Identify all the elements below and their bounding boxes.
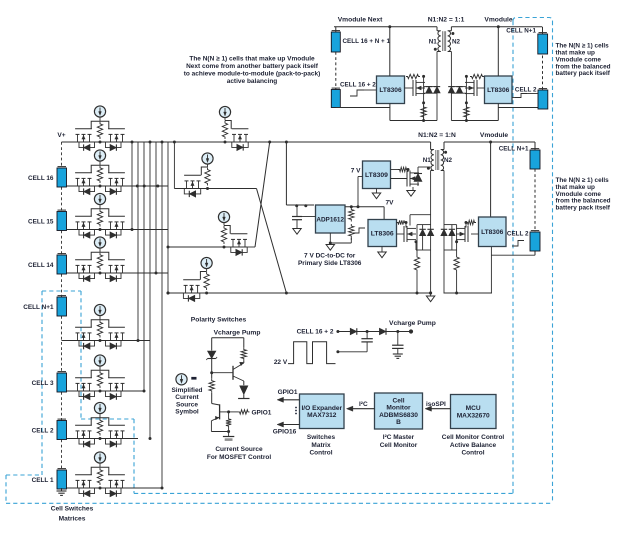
svg-text:Primary Side LT8306: Primary Side LT8306: [298, 260, 362, 267]
svg-text:Current Source: Current Source: [215, 446, 263, 453]
svg-text:I²C Master: I²C Master: [383, 434, 415, 441]
svg-text:7 V: 7 V: [351, 168, 361, 175]
svg-text:CELL N+1: CELL N+1: [506, 28, 536, 35]
svg-text:ADBMS6830: ADBMS6830: [379, 412, 418, 419]
svg-text:active balancing: active balancing: [227, 78, 278, 85]
svg-text:For MOSFET Control: For MOSFET Control: [207, 454, 271, 461]
svg-text:N2: N2: [444, 157, 453, 164]
svg-text:Vmodule: Vmodule: [484, 17, 513, 24]
svg-text:LT8306: LT8306: [371, 230, 394, 237]
svg-text:Cell Switches: Cell Switches: [51, 506, 94, 513]
svg-text:MCU: MCU: [466, 405, 481, 412]
svg-text:that make up: that make up: [556, 184, 596, 191]
svg-text:CELL 16 + 2: CELL 16 + 2: [340, 82, 376, 89]
svg-text:Vcharge Pump: Vcharge Pump: [214, 330, 261, 337]
svg-text:Vmodule Next: Vmodule Next: [338, 17, 383, 24]
svg-text:LT8306: LT8306: [487, 87, 510, 94]
svg-text:battery pack itself: battery pack itself: [556, 205, 611, 212]
svg-text:The N(N ≥ 1) cells: The N(N ≥ 1) cells: [556, 177, 610, 184]
svg-text:to achieve module-to-module (p: to achieve module-to-module (pack-to-pac…: [184, 71, 321, 78]
svg-text:N2: N2: [452, 39, 461, 46]
svg-text:Vmodule: Vmodule: [480, 132, 509, 139]
svg-text:Cell Monitor: Cell Monitor: [380, 442, 418, 449]
svg-text:CELL N+1: CELL N+1: [23, 304, 54, 311]
svg-text:Next come from another battery: Next come from another battery pack itse…: [186, 63, 319, 70]
svg-text:LT8309: LT8309: [365, 172, 388, 179]
svg-text:Control: Control: [309, 450, 332, 457]
svg-text:from the balanced: from the balanced: [556, 198, 611, 205]
svg-text:CELL 1: CELL 1: [32, 477, 54, 484]
svg-text:7V: 7V: [386, 200, 395, 207]
svg-text:The N(N ≥ 1) cells that make u: The N(N ≥ 1) cells that make up Vmodule: [189, 56, 315, 63]
svg-text:Source: Source: [176, 401, 198, 408]
svg-text:GPIO1: GPIO1: [278, 389, 298, 396]
svg-text:Polarity Switches: Polarity Switches: [191, 317, 247, 324]
svg-text:CELL 2: CELL 2: [515, 87, 537, 94]
svg-text:Current: Current: [175, 394, 199, 401]
svg-text:CELL 2: CELL 2: [507, 231, 529, 238]
svg-text:CELL 16: CELL 16: [28, 175, 54, 182]
svg-text:Vmodule come: Vmodule come: [556, 56, 602, 63]
svg-text:22 V: 22 V: [274, 359, 288, 366]
svg-text:The N(N ≥ 1) cells: The N(N ≥ 1) cells: [556, 43, 610, 50]
svg-text:V+: V+: [57, 132, 65, 139]
svg-text:Active Balance: Active Balance: [450, 442, 497, 449]
svg-text:Switches: Switches: [307, 434, 336, 441]
svg-text:Vmodule come: Vmodule come: [556, 191, 602, 198]
svg-text:Cell: Cell: [392, 398, 404, 405]
svg-text:battery pack itself: battery pack itself: [556, 70, 611, 77]
svg-text:CELL 15: CELL 15: [28, 219, 54, 226]
svg-text:LT8306: LT8306: [481, 229, 504, 236]
svg-text:I²C: I²C: [359, 401, 368, 408]
svg-text:CELL 2: CELL 2: [32, 428, 54, 435]
svg-text:GPIO16: GPIO16: [273, 429, 297, 436]
svg-text:N1: N1: [429, 39, 438, 46]
svg-text:N1:N2 = 1:N: N1:N2 = 1:N: [418, 132, 456, 139]
svg-text:CELL 3: CELL 3: [32, 380, 54, 387]
svg-text:Vcharge Pump: Vcharge Pump: [389, 320, 436, 327]
svg-text:B: B: [396, 419, 401, 426]
svg-text:MAX32670: MAX32670: [457, 413, 490, 420]
svg-text:CELL 16 + 2: CELL 16 + 2: [297, 329, 334, 336]
svg-text:Matrices: Matrices: [59, 515, 86, 522]
svg-text:Simplified: Simplified: [171, 387, 202, 394]
svg-text:Symbol: Symbol: [175, 409, 199, 416]
svg-text:CELL 14: CELL 14: [28, 262, 54, 269]
svg-text:that make up: that make up: [556, 50, 596, 57]
svg-text:GPIO1: GPIO1: [252, 409, 272, 416]
svg-text:Control: Control: [461, 450, 484, 457]
svg-text:MAX7312: MAX7312: [307, 412, 337, 419]
svg-text:N1: N1: [423, 157, 432, 164]
svg-text:I/O Expander: I/O Expander: [301, 405, 342, 412]
svg-text:CELL N+1: CELL N+1: [499, 146, 529, 153]
svg-text:ADP1612: ADP1612: [316, 216, 344, 223]
svg-text:7 V DC-to-DC for: 7 V DC-to-DC for: [304, 252, 356, 259]
svg-text:isoSPI: isoSPI: [426, 401, 446, 408]
svg-text:Monitor: Monitor: [386, 405, 411, 412]
svg-text:Matrix: Matrix: [311, 442, 331, 449]
svg-text:from the balanced: from the balanced: [556, 63, 611, 70]
svg-text:LT8306: LT8306: [379, 87, 402, 94]
svg-text:Cell Monitor Control: Cell Monitor Control: [442, 434, 505, 441]
svg-text:N1:N2 = 1:1: N1:N2 = 1:1: [428, 17, 465, 24]
svg-text:CELL 16 + N + 1: CELL 16 + N + 1: [343, 38, 391, 45]
